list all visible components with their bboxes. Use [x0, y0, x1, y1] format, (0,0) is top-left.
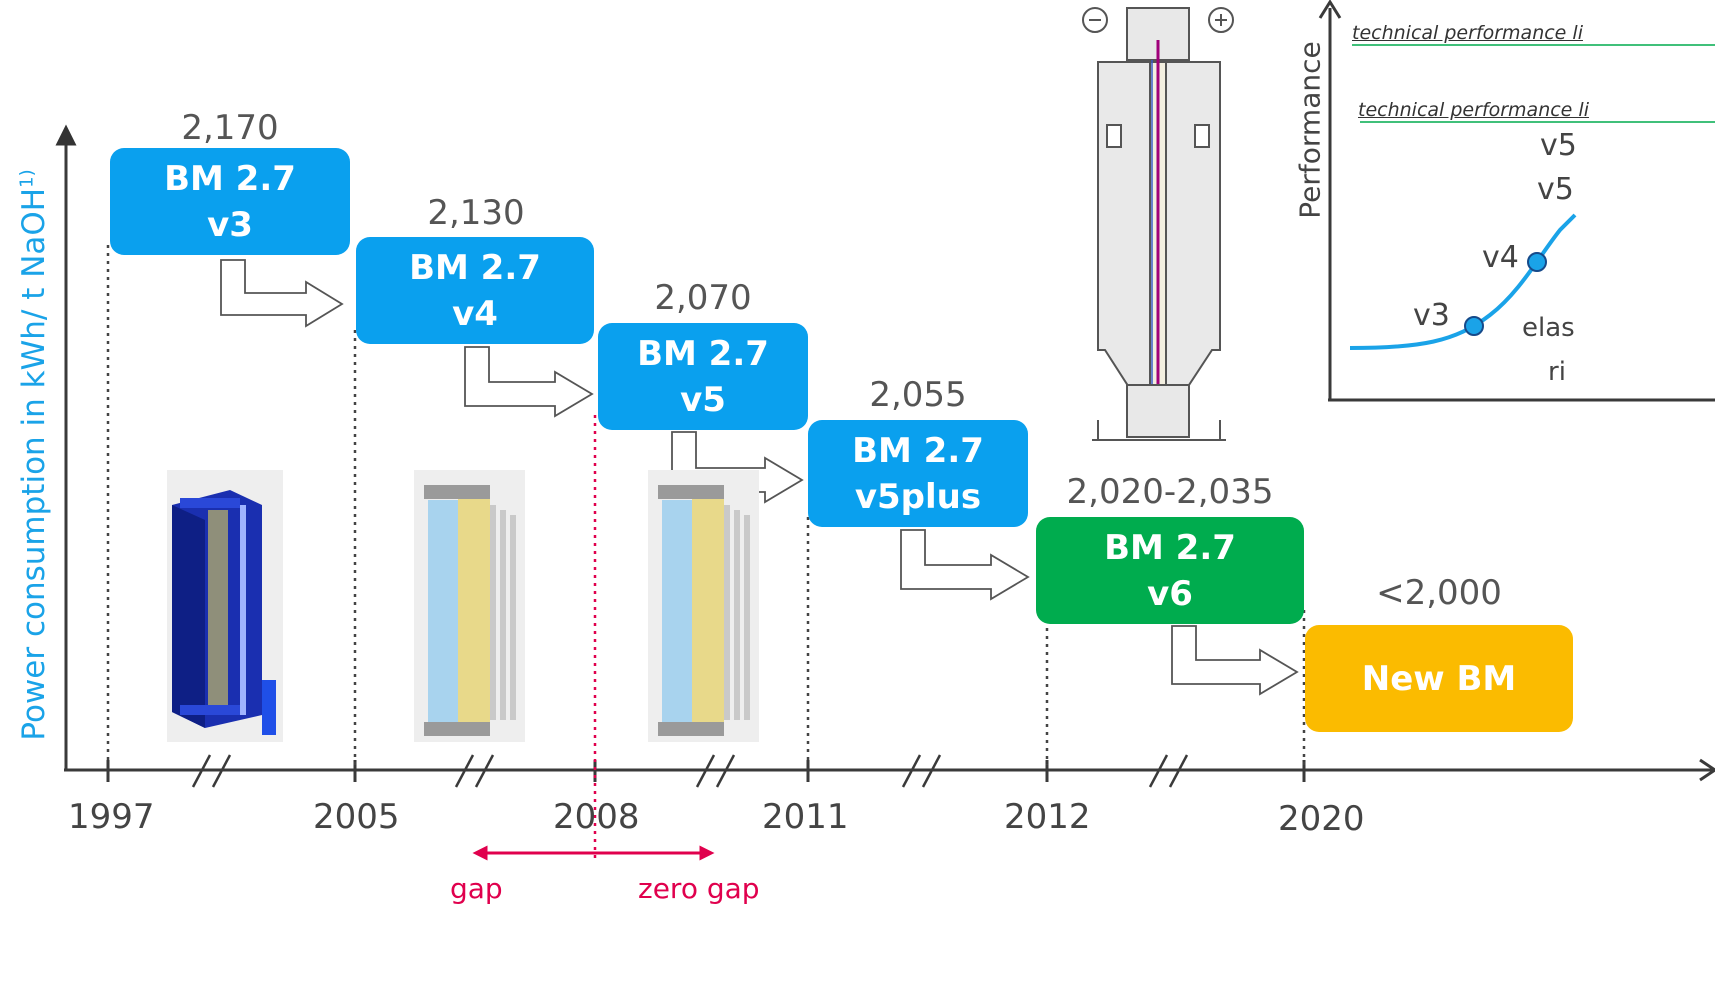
performance-curve [1349, 213, 1577, 350]
cell-image-2005 [414, 470, 525, 742]
box-bm27-v6: BM 2.7 v6 [1036, 517, 1304, 624]
value-v5plus: 2,055 [869, 375, 967, 415]
year-2020: 2020 [1278, 799, 1365, 839]
box-bm27-v5plus: BM 2.7 v5plus [808, 420, 1028, 527]
cell-image-1997 [167, 470, 283, 742]
inset-label-v4: v4 [1482, 240, 1519, 275]
arrow-v4-v5 [464, 346, 594, 418]
x-axis-arrow [1699, 758, 1715, 782]
point-v4 [1527, 252, 1547, 272]
box-bm27-v3: BM 2.7 v3 [110, 148, 350, 255]
inset-text-ri: ri [1548, 357, 1566, 387]
point-v3 [1464, 316, 1484, 336]
year-1997: 1997 [68, 797, 155, 837]
inset-chart [1318, 0, 1715, 402]
y-axis-footnote: 1) [16, 169, 38, 188]
axis-break-marks [191, 754, 1189, 788]
year-2005: 2005 [313, 797, 400, 837]
box-v4-version: v4 [452, 293, 498, 334]
box-new-bm: New BM [1305, 625, 1573, 732]
value-v5: 2,070 [654, 278, 752, 318]
y-axis-label-text: Power consumption in kWh/ t NaOH [16, 187, 52, 741]
year-2008: 2008 [553, 797, 640, 837]
box-bm27-v4: BM 2.7 v4 [356, 237, 594, 344]
arrow-v5plus-v6 [900, 529, 1030, 601]
inset-label-v5a: v5 [1540, 128, 1577, 163]
inset-label-v3: v3 [1413, 298, 1450, 333]
box-v6-version: v6 [1147, 573, 1193, 614]
inset-limit-top: technical performance li [1352, 22, 1583, 44]
box-v5-name: BM 2.7 [637, 333, 769, 374]
year-2011: 2011 [762, 797, 849, 837]
inset-label-v5b: v5 [1537, 172, 1574, 207]
arrow-v3-v4 [220, 259, 344, 328]
value-v3: 2,170 [181, 108, 279, 148]
box-new-bm-name: New BM [1361, 658, 1517, 699]
year-2012: 2012 [1004, 797, 1091, 837]
value-v6: 2,020-2,035 [1066, 472, 1274, 512]
box-v6-name: BM 2.7 [1104, 527, 1236, 568]
box-v3-version: v3 [207, 204, 253, 245]
box-v5plus-version: v5plus [854, 476, 982, 517]
value-v4: 2,130 [427, 193, 525, 233]
box-bm27-v5: BM 2.7 v5 [598, 323, 808, 430]
box-v5plus-name: BM 2.7 [852, 430, 984, 471]
box-v4-name: BM 2.7 [409, 247, 541, 288]
label-zero-gap: zero gap [638, 872, 760, 905]
box-v5-version: v5 [680, 379, 726, 420]
year-drop-lines [106, 245, 1306, 765]
cell-cross-section-drawing [1082, 7, 1234, 441]
label-gap: gap [450, 872, 503, 905]
arrow-v6-new [1171, 625, 1299, 696]
box-v3-name: BM 2.7 [164, 158, 296, 199]
cell-image-2008 [648, 470, 759, 742]
value-new-bm: <2,000 [1376, 573, 1502, 613]
inset-text-elas: elas [1522, 313, 1575, 343]
inset-limit-mid: technical performance li [1358, 99, 1589, 121]
